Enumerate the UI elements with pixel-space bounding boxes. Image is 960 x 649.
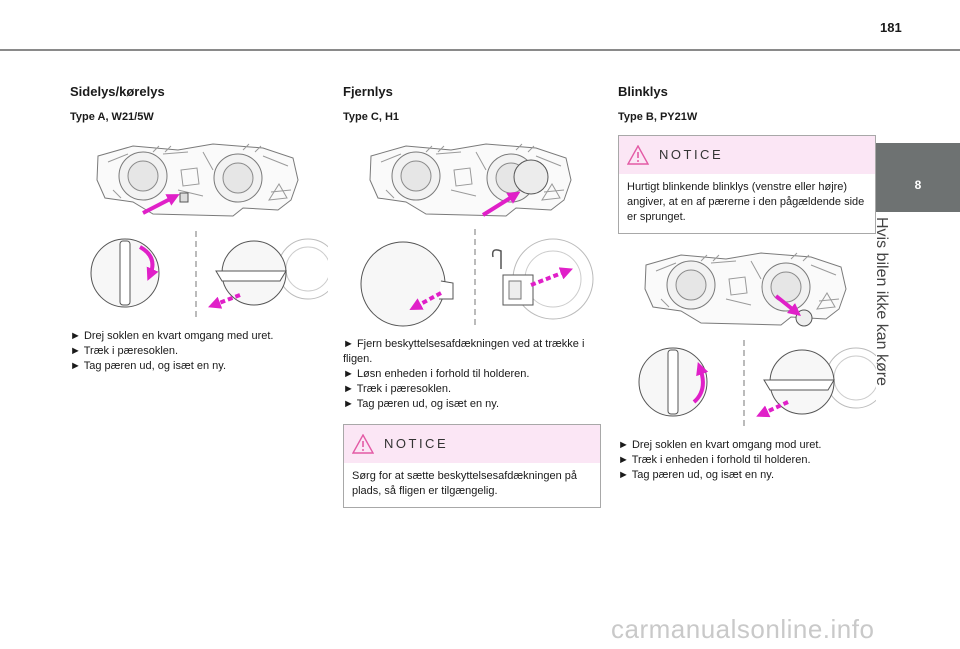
column-indicators: Blinklys Type B, PY21W NOTICE Hurtigt bl… [618,84,880,483]
notice-header: NOTICE [619,136,875,174]
step-item: ► Træk i pæresoklen. [70,345,179,357]
step-item: ► Tag pæren ud, og isæt en ny. [618,469,775,481]
bulb-detail-figure [90,231,328,319]
step-item: ► Fjern beskyttelsesafdækningen ved at t… [343,338,585,365]
step-item: ► Træk i pæresoklen. [343,383,452,395]
notice-label: NOTICE [384,436,449,451]
steps-list: ► Fjern beskyttelsesafdækningen ved at t… [343,337,605,412]
notice-box: NOTICE Hurtigt blinkende blinklys (venst… [618,135,876,234]
steps-list: ► Drej soklen en kvart omgang mod uret. … [618,438,880,483]
chapter-number: 8 [914,178,922,192]
headlamp-figure [96,143,299,217]
header-divider [0,49,960,51]
section-heading: Fjernlys [343,84,393,99]
step-item: ► Løsn enheden i forhold til holderen. [343,368,530,380]
headlamp-figure [369,143,572,217]
step-item: ► Drej soklen en kvart omgang mod uret. [618,439,822,451]
section-heading: Sidelys/kørelys [70,84,165,99]
chapter-title-wrap: Hvis bilen ikke kan køre [872,217,902,517]
chapter-title: Hvis bilen ikke kan køre [873,217,890,386]
chapter-tab[interactable]: 8 [876,143,960,212]
warning-icon [627,145,649,165]
cover-removal-figure [360,229,594,327]
headlamp-figure [644,252,847,327]
step-item: ► Tag pæren ud, og isæt en ny. [343,398,500,410]
step-item: ► Træk i enheden i forhold til holderen. [618,454,811,466]
step-item: ► Drej soklen en kvart omgang med uret. [70,330,274,342]
steps-list: ► Drej soklen en kvart omgang med uret. … [70,329,332,374]
notice-header: NOTICE [344,425,600,463]
warning-icon [352,434,374,454]
section-heading: Blinklys [618,84,668,99]
bulb-type: Type B, PY21W [618,111,698,123]
page-number: 181 [880,20,902,35]
notice-text: Sørg for at sætte beskyttelsesafdækninge… [352,470,578,497]
notice-label: NOTICE [659,147,724,162]
bulb-type: Type C, H1 [343,111,400,123]
notice-text: Hurtigt blinkende blinklys (venstre elle… [627,181,865,223]
column-side-lights: Sidelys/kørelys Type A, W21/5W ► Drej so… [70,84,332,374]
bulb-type: Type A, W21/5W [70,111,154,123]
column-high-beam: Fjernlys Type C, H1 ► Fjern beskyttelses… [343,84,605,508]
watermark: carmanualsonline.info [611,614,875,644]
step-item: ► Tag pæren ud, og isæt en ny. [70,360,227,372]
bulb-detail-figure [638,340,876,428]
notice-box: NOTICE Sørg for at sætte beskyttelsesafd… [343,424,601,508]
